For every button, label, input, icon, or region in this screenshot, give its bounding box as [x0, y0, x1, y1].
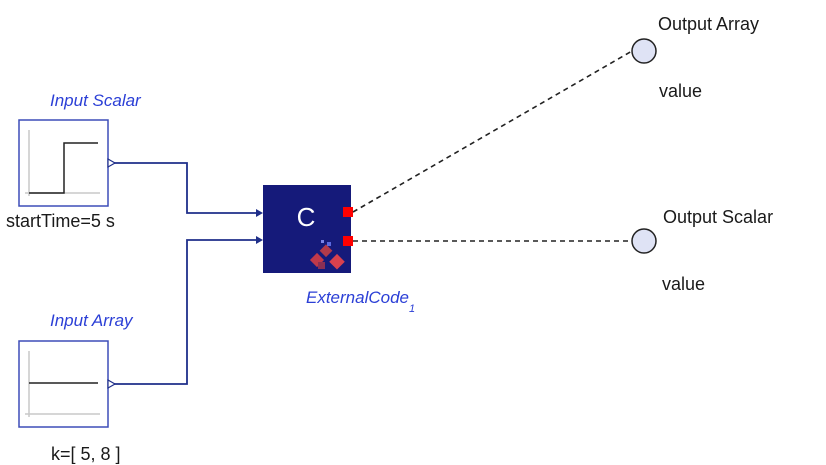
- output-port-1[interactable]: [343, 207, 353, 217]
- output-scalar-block[interactable]: Output Scalar value: [631, 207, 773, 294]
- input-port-arrow: [256, 236, 263, 244]
- output-connections: [352, 50, 633, 242]
- c-glyph-icon: C: [297, 202, 316, 232]
- input-array-box: [18, 340, 109, 428]
- external-code-name: ExternalCode1: [306, 288, 415, 315]
- output-port-arrow: [107, 378, 117, 390]
- output-array-value: value: [659, 81, 702, 101]
- output-port-arrow: [107, 157, 117, 169]
- step-icon: [25, 130, 100, 196]
- output-port-2[interactable]: [343, 236, 353, 246]
- output-array-block[interactable]: Output Array value: [631, 14, 759, 101]
- code-mosaic-icon: [309, 240, 345, 270]
- output-scalar-value: value: [662, 274, 705, 294]
- input-array-block[interactable]: Input Array k=[ 5, 8 ]: [18, 311, 134, 464]
- output-scalar-circle[interactable]: [631, 228, 657, 254]
- wire-input-scalar: [114, 162, 258, 214]
- input-port-arrow: [256, 209, 263, 217]
- external-code-index: 1: [409, 303, 415, 315]
- output-array-circle[interactable]: [631, 38, 657, 64]
- input-scalar-param: startTime=5 s: [6, 211, 115, 231]
- external-code-name-text: ExternalCode: [306, 288, 409, 307]
- output-scalar-title: Output Scalar: [663, 207, 773, 227]
- external-code-block[interactable]: C ExternalCode1: [263, 185, 415, 315]
- dashed-connection-array: [352, 50, 633, 213]
- input-scalar-block[interactable]: Input Scalar startTime=5 s: [6, 91, 142, 231]
- input-array-param: k=[ 5, 8 ]: [51, 444, 121, 464]
- input-scalar-title: Input Scalar: [50, 91, 142, 110]
- wire-input-array: [114, 239, 258, 385]
- output-array-title: Output Array: [658, 14, 759, 34]
- input-wires: [107, 157, 263, 390]
- constant-icon: [25, 351, 100, 417]
- input-array-title: Input Array: [50, 311, 134, 330]
